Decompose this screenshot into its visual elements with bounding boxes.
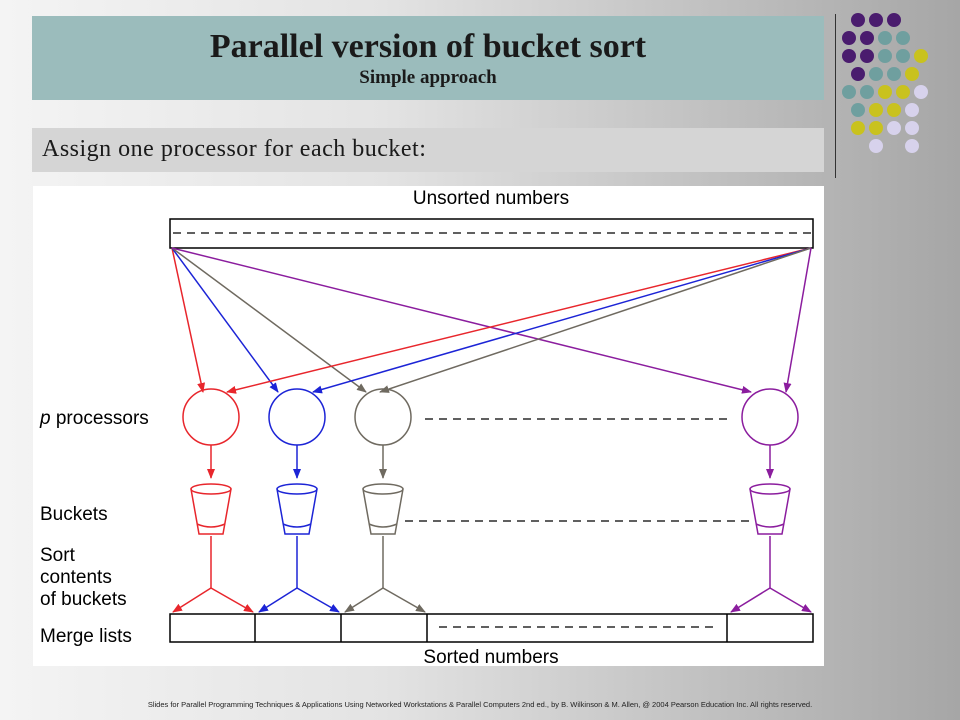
decorative-dot [905, 67, 919, 81]
slide-title: Parallel version of bucket sort [209, 28, 647, 65]
decorative-dot [860, 85, 874, 99]
decorative-dot [905, 121, 919, 135]
processors-label: p processors [39, 408, 149, 429]
arrow-right-to-p3 [379, 247, 812, 393]
decorative-dot [878, 49, 892, 63]
decorative-dot [851, 103, 865, 117]
arrow-left-to-p3 [171, 247, 367, 393]
bucket-1-icon [190, 483, 232, 535]
sorted-array-box [169, 613, 814, 643]
sort-label-line1: Sort [40, 545, 76, 566]
arrow-right-to-pp [783, 247, 812, 393]
decorative-dot [869, 103, 883, 117]
sorted-numbers-label: Sorted numbers [423, 647, 558, 666]
processors-label-p: p [39, 408, 51, 429]
decorative-dot [860, 31, 874, 45]
decorative-dot [896, 85, 910, 99]
decorative-dot [878, 31, 892, 45]
decorative-dot [869, 67, 883, 81]
bucket-3-icon [362, 483, 404, 535]
decorative-dot [869, 121, 883, 135]
footer-credits: Slides for Parallel Programming Techniqu… [147, 700, 813, 709]
bucket-sort-diagram: Unsorted numbers p processors Buckets [39, 188, 814, 666]
decorative-dot [878, 85, 892, 99]
unsorted-array-box [169, 218, 814, 249]
arrow-left-to-pp [171, 247, 752, 394]
processors-label-rest: processors [51, 408, 149, 429]
decorative-dot [896, 31, 910, 45]
sort-label-line2: contents [40, 567, 112, 588]
arrow-left-to-p1 [171, 247, 206, 393]
decorative-dot [914, 85, 928, 99]
processor-circle-1 [182, 388, 240, 446]
bucket-2-icon [276, 483, 318, 535]
subheading-banner: Assign one processor for each bucket: [32, 128, 824, 172]
diagram-panel: Unsorted numbers p processors Buckets [33, 186, 824, 666]
merge-arrow-pa [730, 587, 771, 613]
processor-circle-3 [354, 388, 412, 446]
buckets-label: Buckets [40, 504, 108, 525]
merge-arrow-3a [344, 587, 384, 613]
merge-arrow-3b [382, 587, 426, 613]
decorative-dot [851, 67, 865, 81]
decorative-dot [905, 139, 919, 153]
merge-arrow-2b [296, 587, 340, 613]
decorative-dot [905, 103, 919, 117]
decorative-dot [887, 103, 901, 117]
arrow-left-to-p2 [171, 247, 279, 393]
arrow-right-to-p2 [312, 247, 812, 394]
merge-lists-label: Merge lists [40, 626, 132, 647]
decorative-dot [914, 49, 928, 63]
merge-arrow-1b [210, 587, 254, 613]
processor-circle-p [741, 388, 799, 446]
sort-merge-arrows [172, 536, 812, 613]
merge-arrow-1a [172, 587, 212, 613]
decorative-dot [860, 49, 874, 63]
decorative-dot [887, 13, 901, 27]
sort-label-line3: of buckets [40, 589, 127, 610]
divider-line [835, 14, 836, 178]
decorative-dot [842, 85, 856, 99]
decorative-dot [842, 49, 856, 63]
slide-subtitle: Simple approach [359, 67, 497, 88]
decorative-dot [869, 13, 883, 27]
decorative-dot [851, 13, 865, 27]
merge-arrow-2a [258, 587, 298, 613]
processor-circle-2 [268, 388, 326, 446]
slide-subheading: Assign one processor for each bucket: [42, 136, 427, 162]
decorative-dot [887, 67, 901, 81]
distribution-arrows [171, 247, 812, 394]
bucket-p-icon [749, 483, 791, 535]
decorative-dot [842, 31, 856, 45]
decorative-dot [851, 121, 865, 135]
unsorted-numbers-label: Unsorted numbers [413, 188, 569, 209]
dot-pattern-decoration [842, 13, 928, 153]
title-banner: Parallel version of bucket sort Simple a… [32, 16, 824, 100]
merge-arrow-pb [769, 587, 812, 613]
decorative-dot [869, 139, 883, 153]
processor-to-bucket-arrows [207, 445, 774, 479]
decorative-dot [896, 49, 910, 63]
decorative-dot [887, 121, 901, 135]
arrow-right-to-p1 [226, 247, 812, 394]
